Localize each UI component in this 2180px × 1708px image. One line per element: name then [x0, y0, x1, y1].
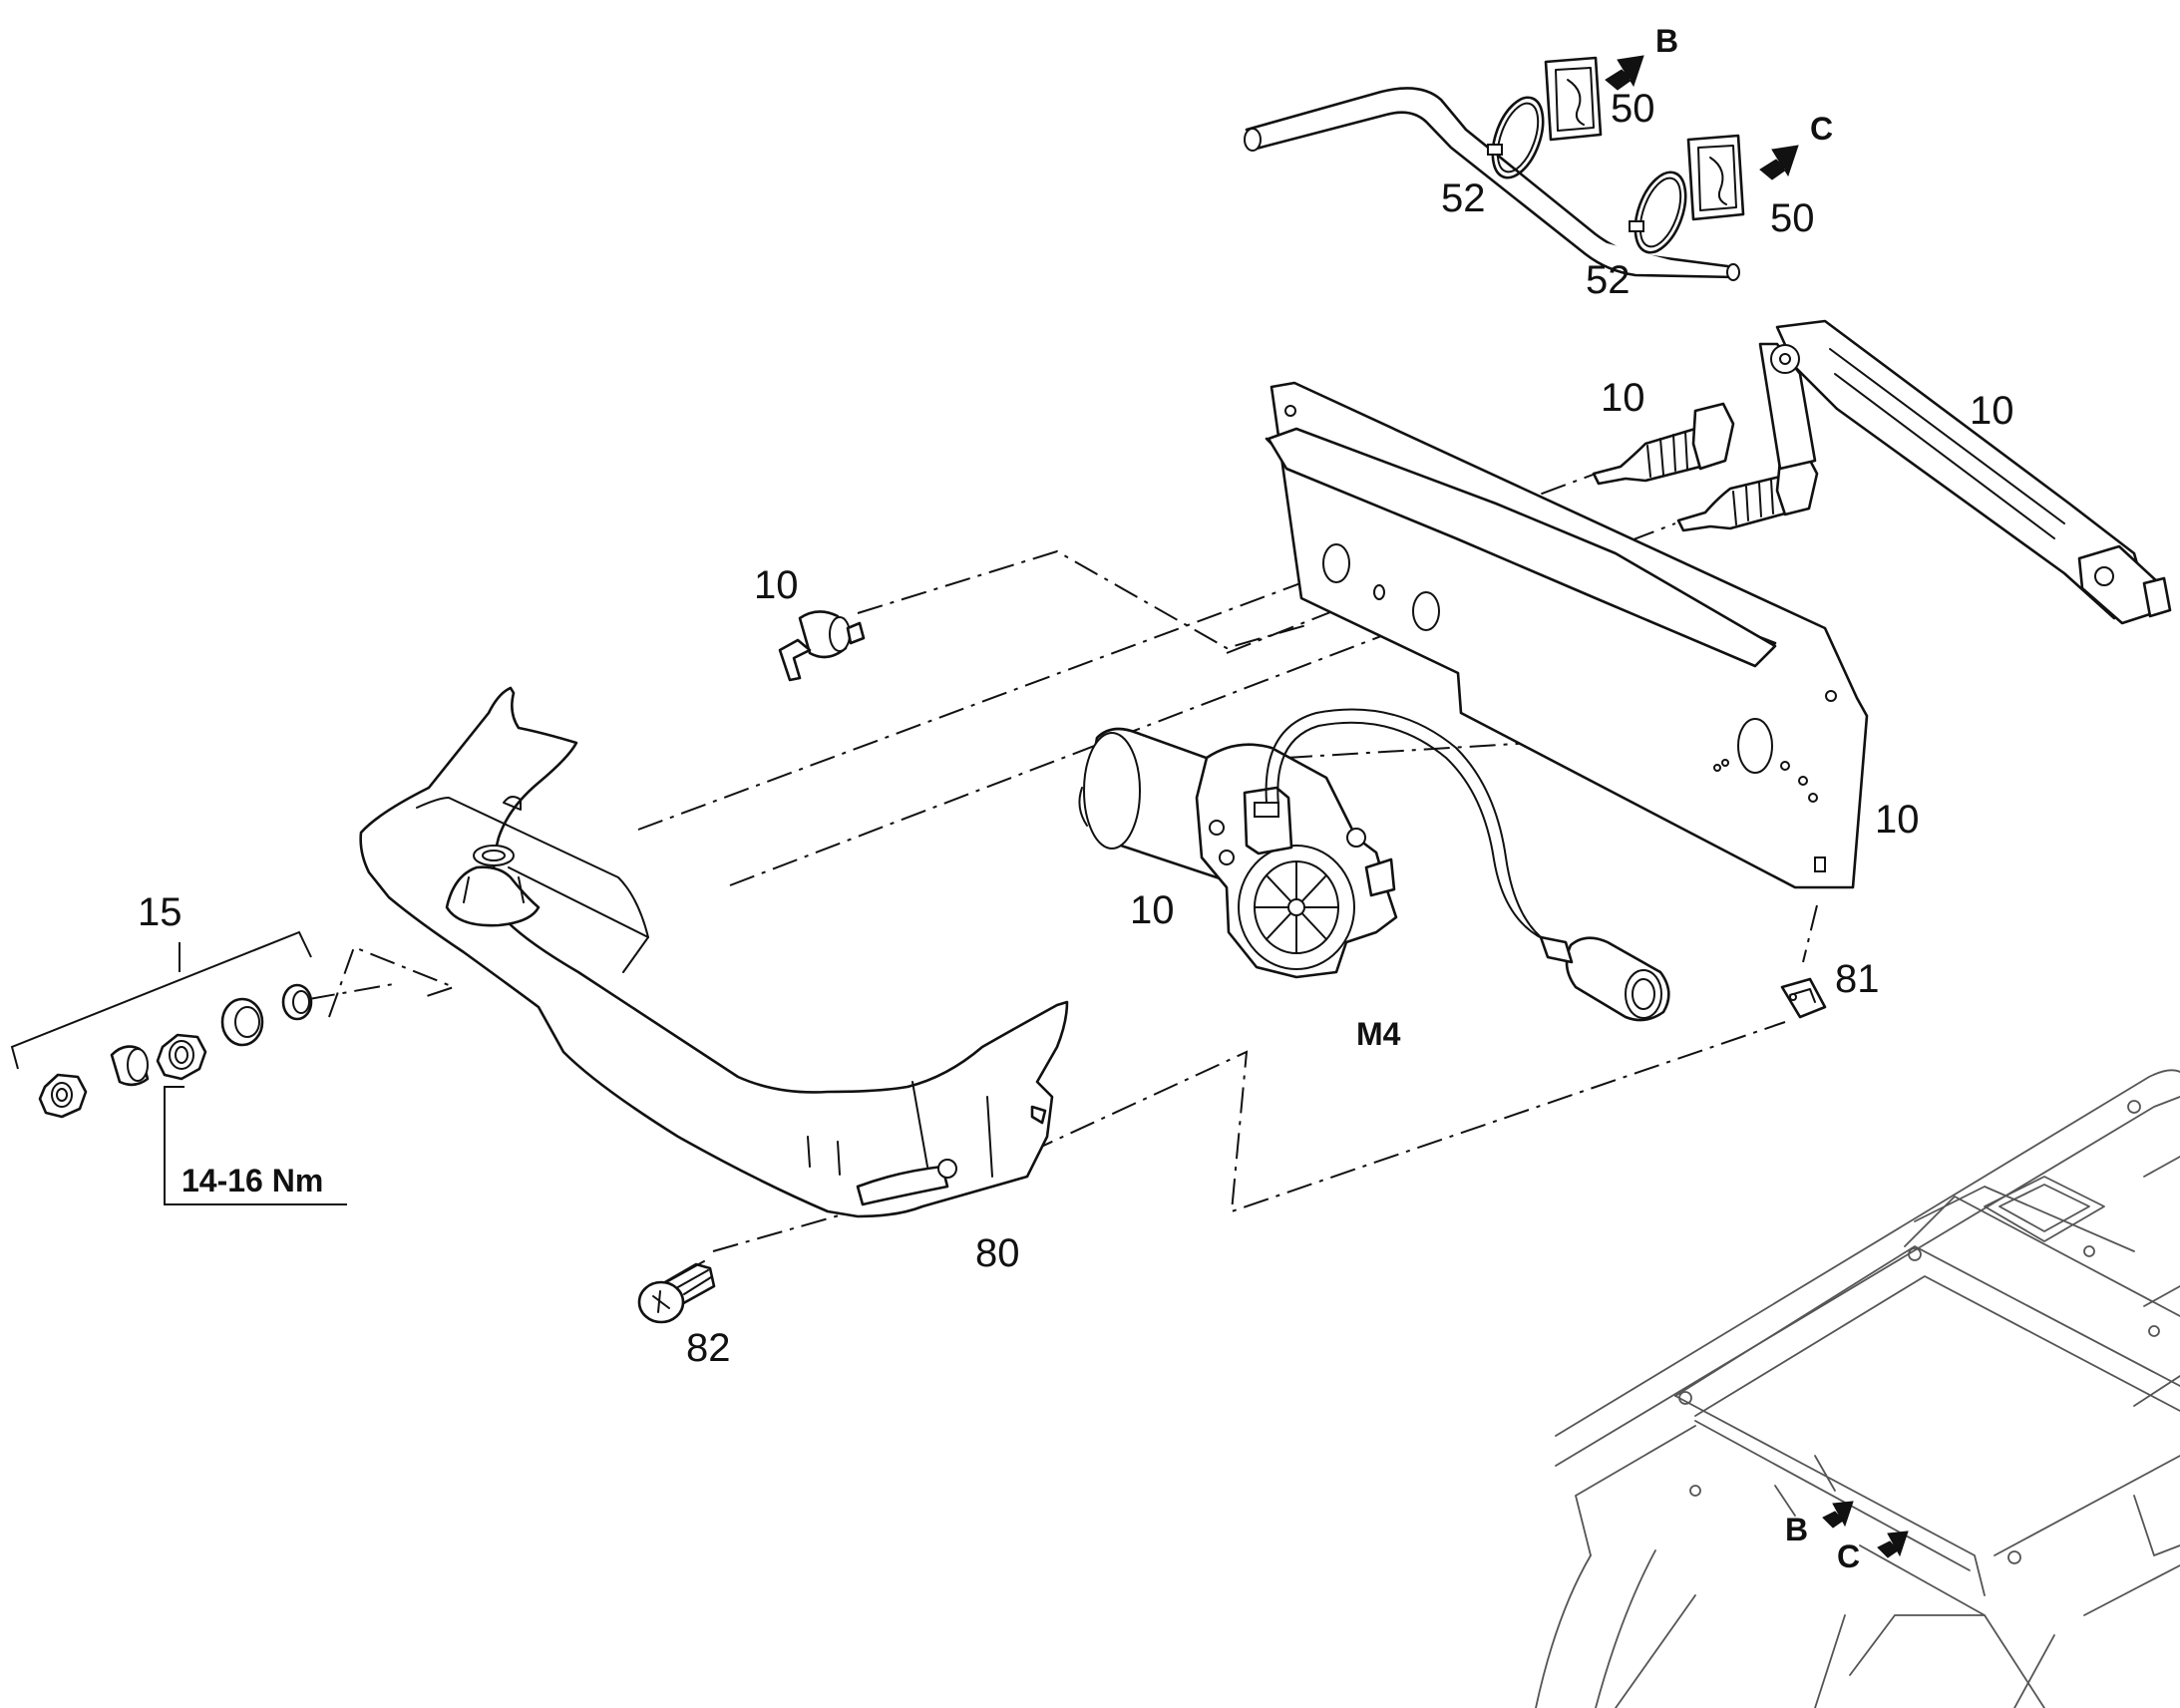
hose-clamp-52-b	[1629, 171, 1687, 254]
screw-82	[637, 1260, 716, 1324]
wiper-motor	[1078, 708, 1670, 1022]
torque-spec: 14-16 Nm	[182, 1163, 323, 1198]
clip-nut-81	[1780, 977, 1827, 1019]
washer-ring-small	[281, 983, 313, 1021]
part-label-10-arm: 10	[1970, 389, 2014, 433]
motor-code-m4: M4	[1356, 1016, 1401, 1052]
part-label-15: 15	[138, 890, 182, 934]
wiper-spindle-a	[1592, 402, 1735, 486]
washer-nozzle	[778, 610, 866, 682]
part-label-82: 82	[686, 1326, 731, 1370]
mounting-plate	[1265, 381, 1869, 889]
flange-nut	[156, 1033, 207, 1081]
nut-washer-set	[10, 930, 347, 1205]
rubber-bushing	[110, 1045, 150, 1087]
part-label-80: 80	[975, 1231, 1020, 1275]
view-label-c-cab: C	[1837, 1538, 1860, 1574]
part-label-52-a: 52	[1441, 176, 1486, 220]
view-label-b-top: B	[1655, 23, 1678, 59]
view-arrow-b-icon	[1605, 55, 1644, 91]
part-label-10-spindle: 10	[1601, 376, 1645, 420]
wiper-linkage-arm	[1758, 319, 2172, 625]
part-label-50-c: 50	[1770, 196, 1815, 240]
part-label-52-b: 52	[1586, 258, 1631, 302]
washer-hose	[1244, 87, 1740, 281]
part-label-10-nozzle: 10	[754, 563, 799, 607]
hose-clamp-52-a	[1487, 96, 1545, 179]
view-arrow-c-icon	[1759, 145, 1799, 180]
cab-roof-reference	[1535, 1069, 2180, 1708]
motor-cover	[359, 686, 1069, 1218]
part-label-50-b: 50	[1611, 87, 1655, 131]
view-label-b-cab: B	[1785, 1512, 1808, 1547]
hose-clip-50-b	[1544, 56, 1603, 142]
part-label-81: 81	[1835, 957, 1880, 1001]
part-label-10-plate: 10	[1875, 798, 1920, 842]
part-label-10-motor: 10	[1130, 888, 1175, 932]
part-labels: B 50 C 52 50 52 10 10 10 10 10 15 81 M4 …	[138, 23, 2014, 1574]
cap-nut	[38, 1073, 88, 1119]
hose-clip-50-c	[1686, 134, 1745, 221]
view-label-c-top: C	[1810, 111, 1833, 147]
washer-ring-large	[220, 997, 264, 1047]
